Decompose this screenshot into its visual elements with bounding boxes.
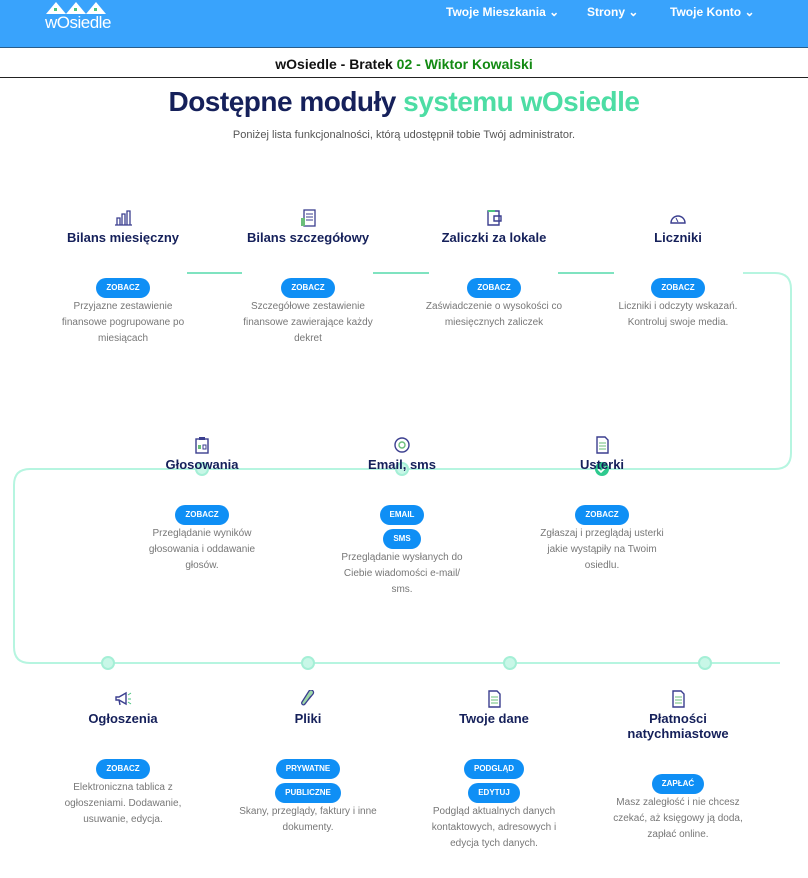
estate-name: wOsiedle - Bratek bbox=[275, 56, 393, 72]
module-button-zobacz[interactable]: ZOBACZ bbox=[96, 278, 150, 298]
document-icon bbox=[672, 690, 685, 708]
timeline-nodes bbox=[101, 462, 712, 670]
page-lead: Poniżej lista funkcjonalności, którą udo… bbox=[232, 129, 576, 141]
module-title: Usterki bbox=[579, 457, 625, 472]
module-description: Liczniki i odczyty wskazań. Kontroluj sw… bbox=[618, 301, 738, 328]
document-icon bbox=[596, 436, 609, 454]
module-button-prywatne[interactable]: PRYWATNE bbox=[275, 759, 341, 779]
logo-houses-icon[interactable] bbox=[42, 0, 112, 34]
estate-number: 02 bbox=[396, 56, 413, 72]
logo-text[interactable]: wOsiedle bbox=[45, 13, 111, 32]
module-title: Pliki bbox=[294, 711, 322, 726]
module-description: Skany, przeglądy, faktury i inne dokumen… bbox=[239, 806, 377, 833]
timeline-node bbox=[195, 462, 209, 476]
chevron-down-icon: ⌄ bbox=[744, 5, 755, 19]
timeline-node bbox=[101, 656, 115, 670]
megaphone-icon bbox=[115, 691, 132, 706]
module-title: Email, sms bbox=[368, 457, 436, 472]
module-button-zobacz[interactable]: ZOBACZ bbox=[96, 759, 150, 779]
gauge-icon bbox=[670, 215, 686, 224]
module-title: Zaliczki za lokale bbox=[441, 230, 547, 245]
bar-chart-icon bbox=[115, 210, 132, 226]
module-button-zapłać[interactable]: ZAPŁAĆ bbox=[651, 774, 705, 794]
wallet-icon bbox=[487, 210, 502, 226]
module-button-edytuj[interactable]: EDYTUJ bbox=[468, 783, 520, 803]
module-description: Podgląd aktualnych danych kontaktowych, … bbox=[431, 806, 557, 849]
separator: - bbox=[412, 56, 425, 72]
top-navbar: wOsiedle Twoje Mieszkania ⌄ Strony ⌄ Two… bbox=[0, 0, 808, 48]
timeline-node bbox=[503, 656, 517, 670]
report-icon bbox=[301, 209, 316, 227]
check-icon bbox=[595, 462, 609, 476]
module-title: Liczniki bbox=[654, 230, 702, 245]
title-part1: Dostępne moduły bbox=[168, 86, 396, 117]
document-icon bbox=[488, 690, 501, 708]
paperclip-icon bbox=[301, 690, 315, 706]
nav-strony[interactable]: Strony ⌄ bbox=[587, 5, 638, 19]
timeline-node bbox=[698, 656, 712, 670]
at-icon bbox=[394, 437, 410, 453]
nav-label: Twoje Konto bbox=[670, 5, 742, 19]
timeline-node bbox=[395, 462, 409, 476]
chevron-down-icon: ⌄ bbox=[549, 5, 560, 19]
user-name: Wiktor Kowalski bbox=[424, 56, 533, 72]
module-description: Przyjazne zestawienie finansowe pogrupow… bbox=[61, 301, 185, 344]
page-title: Dostępne moduły systemu wOsiedle bbox=[0, 86, 808, 118]
module-description: Elektroniczna tablica z ogłoszeniami. Do… bbox=[64, 782, 182, 825]
timeline-node bbox=[301, 656, 315, 670]
title-part2: systemu wOsiedle bbox=[403, 86, 640, 117]
module-description: Zgłaszaj i przeglądaj usterki jakie wyst… bbox=[540, 528, 664, 571]
module-button-publiczne[interactable]: PUBLICZNE bbox=[275, 783, 341, 803]
estate-user-bar: wOsiedle - Bratek 02 - Wiktor Kowalski bbox=[0, 49, 808, 78]
ballot-icon bbox=[195, 437, 209, 454]
module-button-zobacz[interactable]: ZOBACZ bbox=[175, 505, 229, 525]
module-button-email[interactable]: EMAIL bbox=[379, 505, 425, 525]
module-button-zobacz[interactable]: ZOBACZ bbox=[651, 278, 705, 298]
module-button-zobacz[interactable]: ZOBACZ bbox=[575, 505, 629, 525]
module-description: Masz zaległość i nie chcesz czekać, aż k… bbox=[613, 797, 743, 840]
module-description: Szczegółowe zestawienie finansowe zawier… bbox=[243, 301, 373, 344]
module-button-zobacz[interactable]: ZOBACZ bbox=[467, 278, 521, 298]
module-description: Przeglądanie wyników głosowania i oddawa… bbox=[148, 528, 256, 571]
nav-label: Strony bbox=[587, 5, 626, 19]
nav-label: Twoje Mieszkania bbox=[446, 5, 546, 19]
module-title: Bilans szczegółowy bbox=[246, 230, 370, 245]
module-title: Twoje dane bbox=[459, 711, 529, 726]
module-title: Głosowania bbox=[165, 457, 239, 472]
module-description: Przeglądanie wysłanych do Ciebie wiadomo… bbox=[341, 552, 463, 595]
module-title: Bilans miesięczny bbox=[67, 230, 179, 245]
module-button-sms[interactable]: SMS bbox=[383, 529, 421, 549]
module-title: Ogłoszenia bbox=[88, 711, 158, 726]
chevron-down-icon: ⌄ bbox=[628, 5, 639, 19]
nav-twoje-mieszkania[interactable]: Twoje Mieszkania ⌄ bbox=[446, 5, 559, 19]
module-description: Zaświadczenie o wysokości co miesięcznyc… bbox=[425, 301, 563, 328]
module-button-zobacz[interactable]: ZOBACZ bbox=[281, 278, 335, 298]
nav-twoje-konto[interactable]: Twoje Konto ⌄ bbox=[670, 5, 755, 19]
module-title: Płatności natychmiastowe bbox=[627, 711, 729, 741]
module-button-podgląd[interactable]: PODGLĄD bbox=[464, 759, 524, 779]
